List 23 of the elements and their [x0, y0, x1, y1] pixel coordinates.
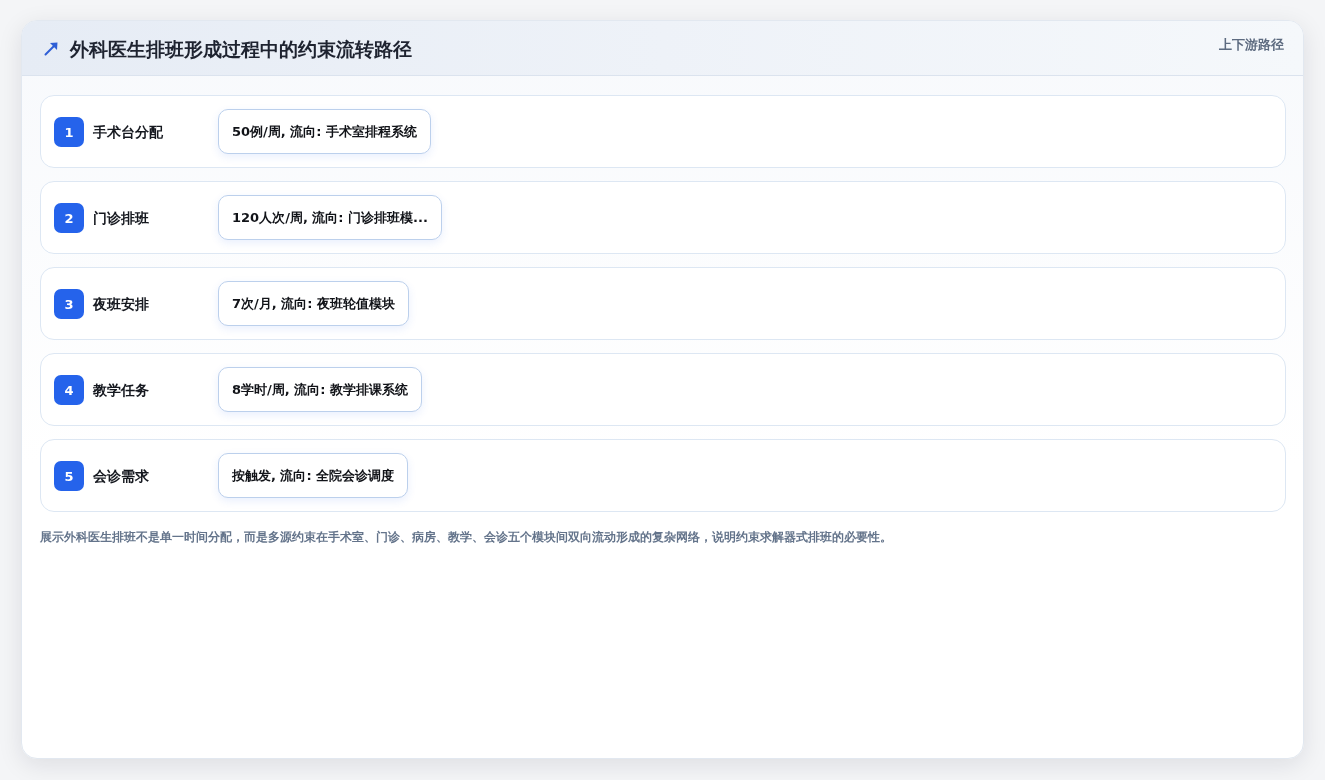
- number-badge: 4: [54, 375, 84, 405]
- category-card: [40, 353, 1286, 426]
- flow-tag: 50例/周, 流向: 手术室排程系统: [218, 109, 432, 154]
- caption: 展示外科医生排班不是单一时间分配，而是多源约束在手术室、门诊、病房、教学、会诊五个模块间双向流动形成的复杂网络，说明约束求解器式排班的必要性。: [40, 529, 892, 546]
- category-name: 教学任务: [93, 381, 149, 400]
- category-card: [40, 181, 1286, 254]
- category-name: 手术台分配: [93, 123, 163, 142]
- flow-tag: 8学时/周, 流向: 教学排课系统: [218, 367, 422, 412]
- category-name: 门诊排班: [93, 209, 149, 228]
- category-card: [40, 267, 1286, 340]
- path-label: 上下游路径: [1219, 36, 1284, 54]
- category-card: [40, 439, 1286, 512]
- number-badge: 1: [54, 117, 84, 147]
- diagram-title: 外科医生排班形成过程中的约束流转路径: [70, 37, 412, 62]
- number-badge: 5: [54, 461, 84, 491]
- number-badge: 3: [54, 289, 84, 319]
- category-name: 会诊需求: [93, 467, 149, 486]
- number-badge: 2: [54, 203, 84, 233]
- flow-tag: 120人次/周, 流向: 门诊排班模...: [218, 195, 442, 240]
- flow-tag: 7次/月, 流向: 夜班轮值模块: [218, 281, 409, 326]
- category-name: 夜班安排: [93, 295, 149, 314]
- flow-tag: 按触发, 流向: 全院会诊调度: [218, 453, 409, 498]
- category-card: [40, 95, 1286, 168]
